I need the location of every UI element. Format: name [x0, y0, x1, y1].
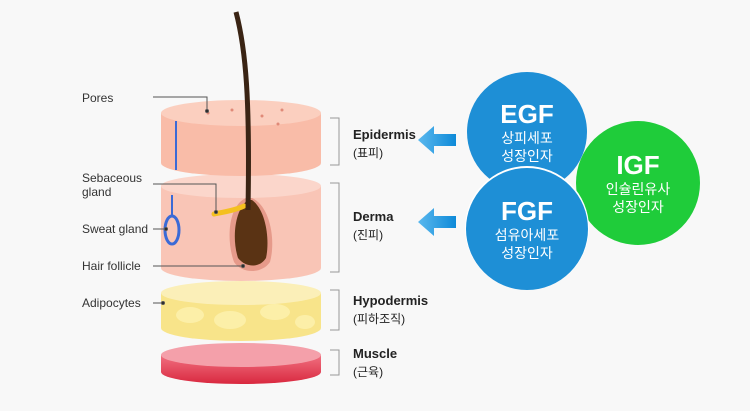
- factor-abbr: EGF: [500, 99, 554, 129]
- epidermis-layer: [161, 100, 321, 176]
- factor-desc: 상피세포: [501, 130, 553, 146]
- factor-desc: 성장인자: [501, 245, 553, 261]
- layer-korean: (진피): [353, 228, 384, 242]
- muscle-layer: [161, 343, 321, 384]
- layer-hypodermis: Hypodermis (피하조직): [353, 292, 428, 328]
- label-hair-follicle: Hair follicle: [82, 259, 141, 273]
- hair-strand: [233, 11, 251, 211]
- factor-desc: 섬유아세포: [494, 227, 560, 243]
- label-sweat-gland: Sweat gland: [82, 222, 149, 236]
- hypodermis-layer: [161, 281, 321, 341]
- label-sebaceous-gland: Sebaceous gland: [82, 171, 142, 199]
- layer-derma: Derma (진피): [353, 208, 393, 244]
- layer-name: Muscle: [353, 346, 398, 361]
- layer-epidermis: Epidermis (표피): [353, 126, 416, 162]
- fgf-circle: FGF 섬유아세포 성장인자: [466, 168, 588, 290]
- layer-korean: (피하조직): [353, 312, 406, 326]
- derma-layer: [161, 174, 321, 281]
- label-adipocytes: Adipocytes: [82, 296, 141, 310]
- layer-brackets: [330, 117, 340, 376]
- igf-circle: IGF 인슐린유사 성장인자: [576, 121, 700, 245]
- layer-name: Epidermis: [353, 127, 416, 142]
- layer-name: Hypodermis: [353, 293, 429, 308]
- leader-lines: [153, 96, 245, 305]
- factor-abbr: IGF: [616, 150, 660, 180]
- layer-korean: (표피): [353, 146, 384, 160]
- label-line: gland: [82, 185, 112, 199]
- arrow-left-icon: [418, 208, 456, 236]
- factor-desc: 인슐린유사: [605, 181, 671, 197]
- layer-korean: (근육): [353, 365, 384, 379]
- factor-desc: 성장인자: [612, 199, 664, 215]
- layer-muscle: Muscle (근육): [353, 345, 397, 381]
- factor-abbr: FGF: [501, 196, 553, 226]
- layer-name: Derma: [353, 209, 394, 224]
- arrow-left-icon: [418, 126, 456, 154]
- label-line: Sebaceous: [82, 171, 143, 185]
- factor-desc: 성장인자: [501, 148, 553, 164]
- label-pores: Pores: [82, 91, 114, 105]
